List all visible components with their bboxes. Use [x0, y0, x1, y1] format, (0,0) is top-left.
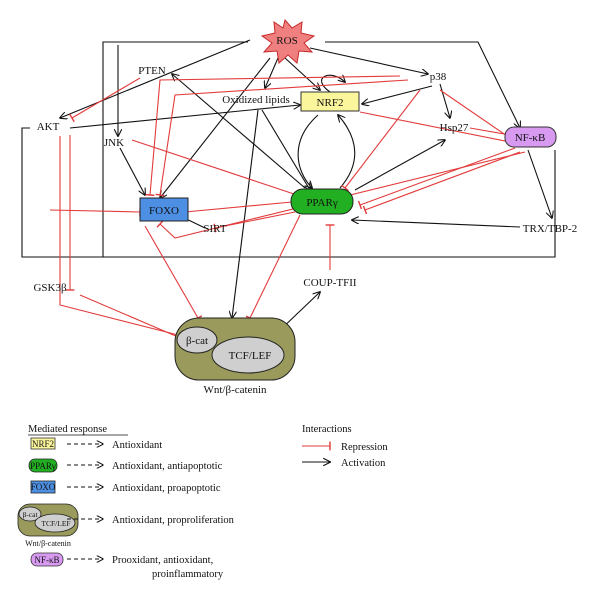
akt-label: AKT [37, 121, 60, 133]
legend-swatch-nfkb: NF-κB [34, 555, 59, 565]
ros-node: ROS [260, 18, 316, 64]
interaction-lines [21, 39, 556, 345]
couptfii-label: COUP-TFII [303, 277, 357, 289]
wnt-label: Wnt/β-catenin [203, 384, 267, 396]
legend-swatch-ppar: PPARγ [30, 461, 56, 471]
legend-swatch-tcflef: TCF/LEF [41, 519, 70, 528]
legend-mediated-title: Mediated response [28, 424, 107, 435]
nrf2-node: NRF2 [300, 91, 360, 112]
legend-text-nfkb: Prooxidant, antioxidant, [112, 555, 213, 566]
legend-swatch-foxo: FOXO [31, 482, 56, 492]
legend-caption-wnt: Wnt/β-catenin [25, 539, 71, 548]
legend-swatch-bcat: β-cat [22, 510, 38, 519]
legend-interactions-title: Interactions [302, 424, 352, 435]
legend-text-nfkb-2: proinflammatory [152, 569, 224, 580]
legend-interactions: Interactions Repression Activation [302, 424, 388, 469]
legend-text-nrf2: Antioxidant [112, 440, 162, 451]
ppar-label: PPARγ [306, 197, 338, 209]
ppar-node: PPARγ [290, 188, 354, 215]
oxidized-lipids-label: Oxidized lipids [222, 94, 290, 106]
foxo-label: FOXO [149, 205, 179, 217]
legend-text-ppar: Antioxidant, antiapoptotic [112, 461, 223, 472]
pten-label: PTEN [138, 65, 166, 77]
ros-label: ROS [276, 35, 297, 47]
gsk3b-label: GSK3β [33, 282, 67, 294]
legend-repression: Repression [341, 442, 388, 453]
hsp27-label: Hsp27 [440, 122, 469, 134]
jnk-label: JNK [104, 137, 124, 149]
trx-label: TRX/TBP-2 [523, 223, 577, 235]
legend-text-foxo: Antioxidant, proapoptotic [112, 483, 221, 494]
nrf2-label: NRF2 [317, 97, 344, 109]
bcat-label: β-cat [186, 335, 208, 347]
legend-activation: Activation [341, 458, 386, 469]
legend-text-wnt: Antioxidant, proproliferation [112, 515, 235, 526]
tcflef-label: TCF/LEF [229, 350, 272, 362]
wnt-node: β-cat TCF/LEF [174, 317, 296, 381]
nfkb-label: NF-κB [515, 132, 546, 144]
p38-label: p38 [430, 71, 447, 83]
nfkb-node: NF-κB [504, 126, 557, 148]
legend-mediated: Mediated response NRF2 Antioxidant PPARγ… [17, 424, 235, 580]
foxo-node: FOXO [139, 197, 189, 222]
sirt-label: SIRT [203, 223, 226, 235]
legend-swatch-nrf2: NRF2 [32, 439, 54, 449]
